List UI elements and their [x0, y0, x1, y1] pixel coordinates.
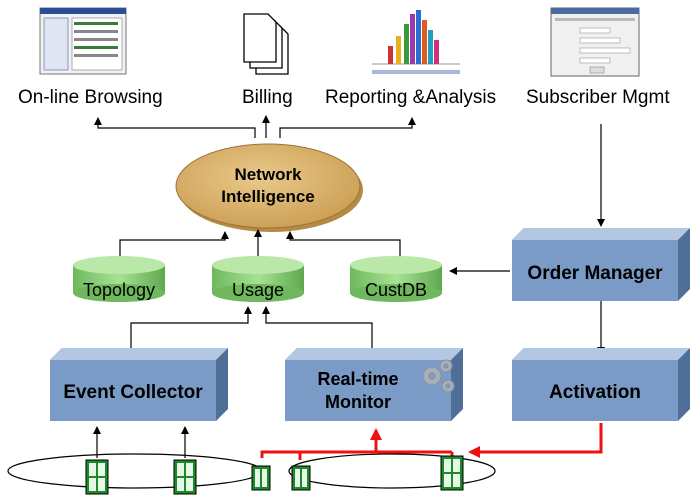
topology-label: Topology	[83, 280, 155, 300]
order-manager-label: Order Manager	[527, 263, 663, 284]
network-intelligence-label-2: Intelligence	[221, 187, 315, 206]
output-label-browsing: On-line Browsing	[18, 87, 163, 108]
device-to-collector-arrows	[93, 426, 189, 458]
subscriber-form-icon	[550, 7, 640, 77]
monitor-label-1: Real-time	[317, 369, 398, 389]
network-intelligence-label-1: Network	[234, 165, 302, 184]
network-device-icon-5	[440, 455, 464, 491]
output-connectors	[94, 115, 605, 227]
realtime-monitor-box: Real-time Monitor	[285, 348, 463, 421]
network-device-icon-4	[291, 465, 311, 491]
billing-documents-icon	[243, 13, 289, 75]
network-device-icon-3	[251, 465, 271, 491]
gears-icon	[422, 359, 455, 393]
activation-box: Activation	[512, 348, 690, 421]
network-intelligence-node: Network Intelligence	[175, 143, 363, 232]
custdb-label: CustDB	[365, 280, 427, 300]
browsing-screenshot-icon	[39, 7, 127, 75]
usage-input-connectors	[130, 306, 373, 355]
network-device-icon-2	[173, 459, 197, 495]
output-label-reporting: Reporting &Analysis	[325, 87, 496, 108]
output-label-subscriber: Subscriber Mgmt	[526, 87, 670, 108]
network-device-icon-1	[85, 459, 109, 495]
custdb-database: CustDB	[350, 256, 442, 302]
event-collector-label: Event Collector	[63, 382, 203, 403]
topology-database: Topology	[73, 256, 165, 302]
order-manager-box: Order Manager	[512, 228, 690, 301]
db-connectors	[119, 229, 401, 258]
activation-label: Activation	[549, 382, 641, 403]
usage-label: Usage	[232, 280, 284, 300]
output-label-billing: Billing	[242, 87, 293, 108]
usage-database: Usage	[212, 256, 304, 302]
monitor-label-2: Monitor	[325, 392, 391, 412]
event-collector-box: Event Collector	[50, 348, 228, 421]
reporting-chart-icon	[366, 6, 466, 82]
realtime-network-links	[260, 423, 603, 460]
